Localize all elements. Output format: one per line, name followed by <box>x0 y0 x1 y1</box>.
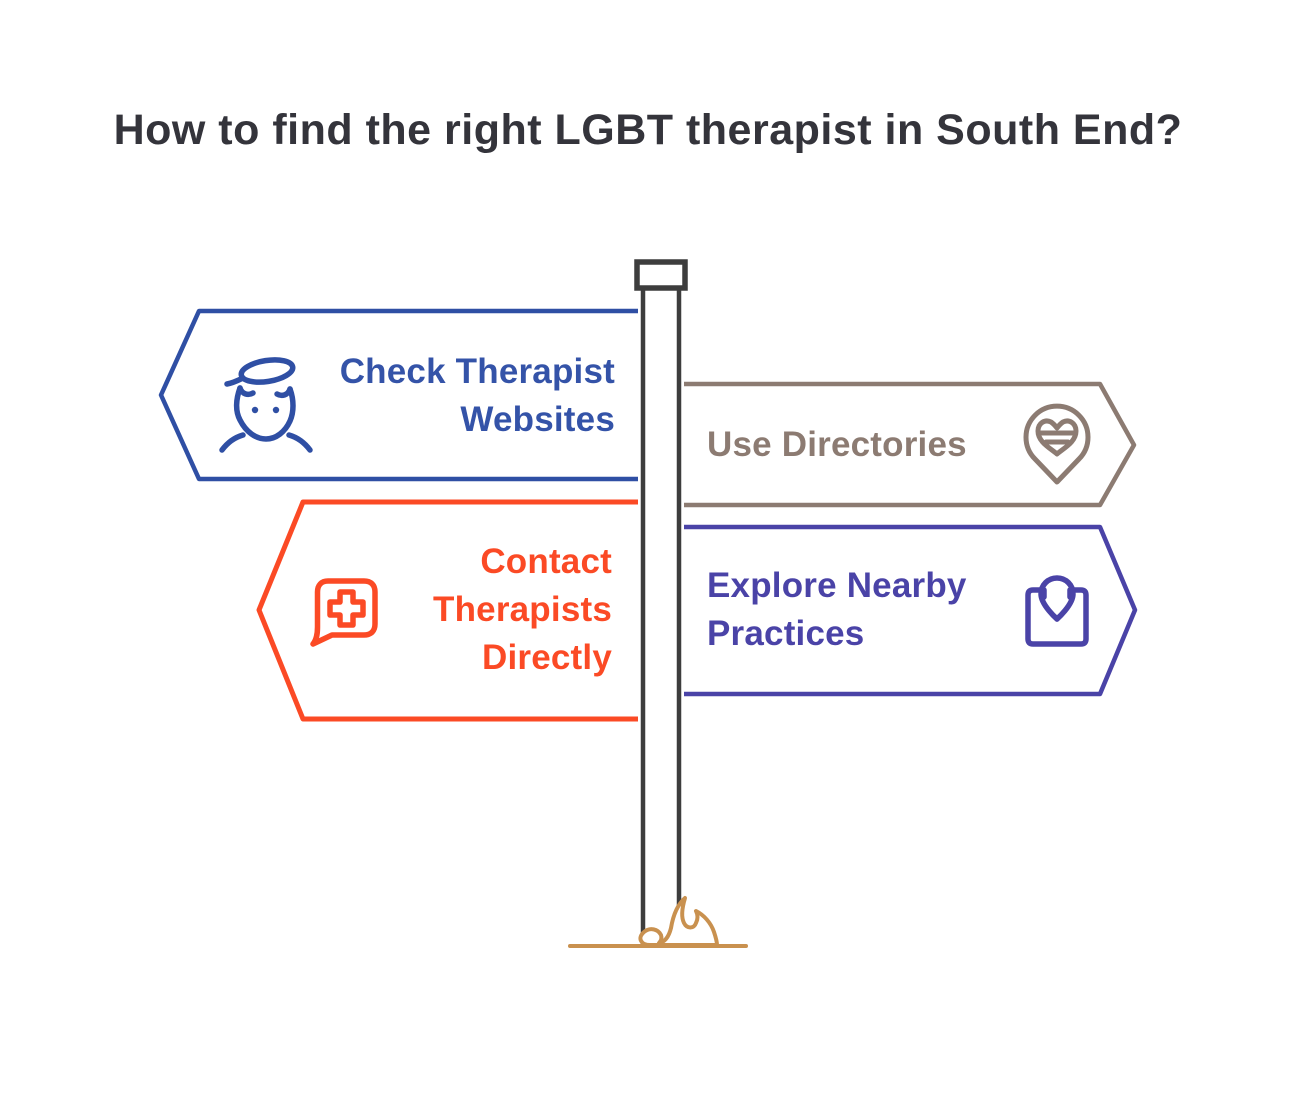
ground <box>568 896 748 948</box>
sign-label-use-directories: Use Directories <box>707 425 967 464</box>
pole-cap <box>634 259 688 291</box>
sign-label-contact-therapists-directly: Contact Therapists Directly <box>433 542 612 677</box>
grass-tuft-icon <box>638 896 719 947</box>
map-location-pin-icon <box>1025 575 1089 647</box>
signpost-pole <box>634 259 688 948</box>
heart-location-pin-icon <box>1023 403 1091 485</box>
person-halo-icon <box>219 357 313 453</box>
sign-label-explore-nearby-practices: Explore Nearby Practices <box>707 566 967 653</box>
sign-label-check-therapist-websites: Check Therapist Websites <box>339 352 615 439</box>
chat-bubble-medical-cross-icon <box>310 578 378 647</box>
page-title: How to find the right LGBT therapist in … <box>113 106 1183 154</box>
